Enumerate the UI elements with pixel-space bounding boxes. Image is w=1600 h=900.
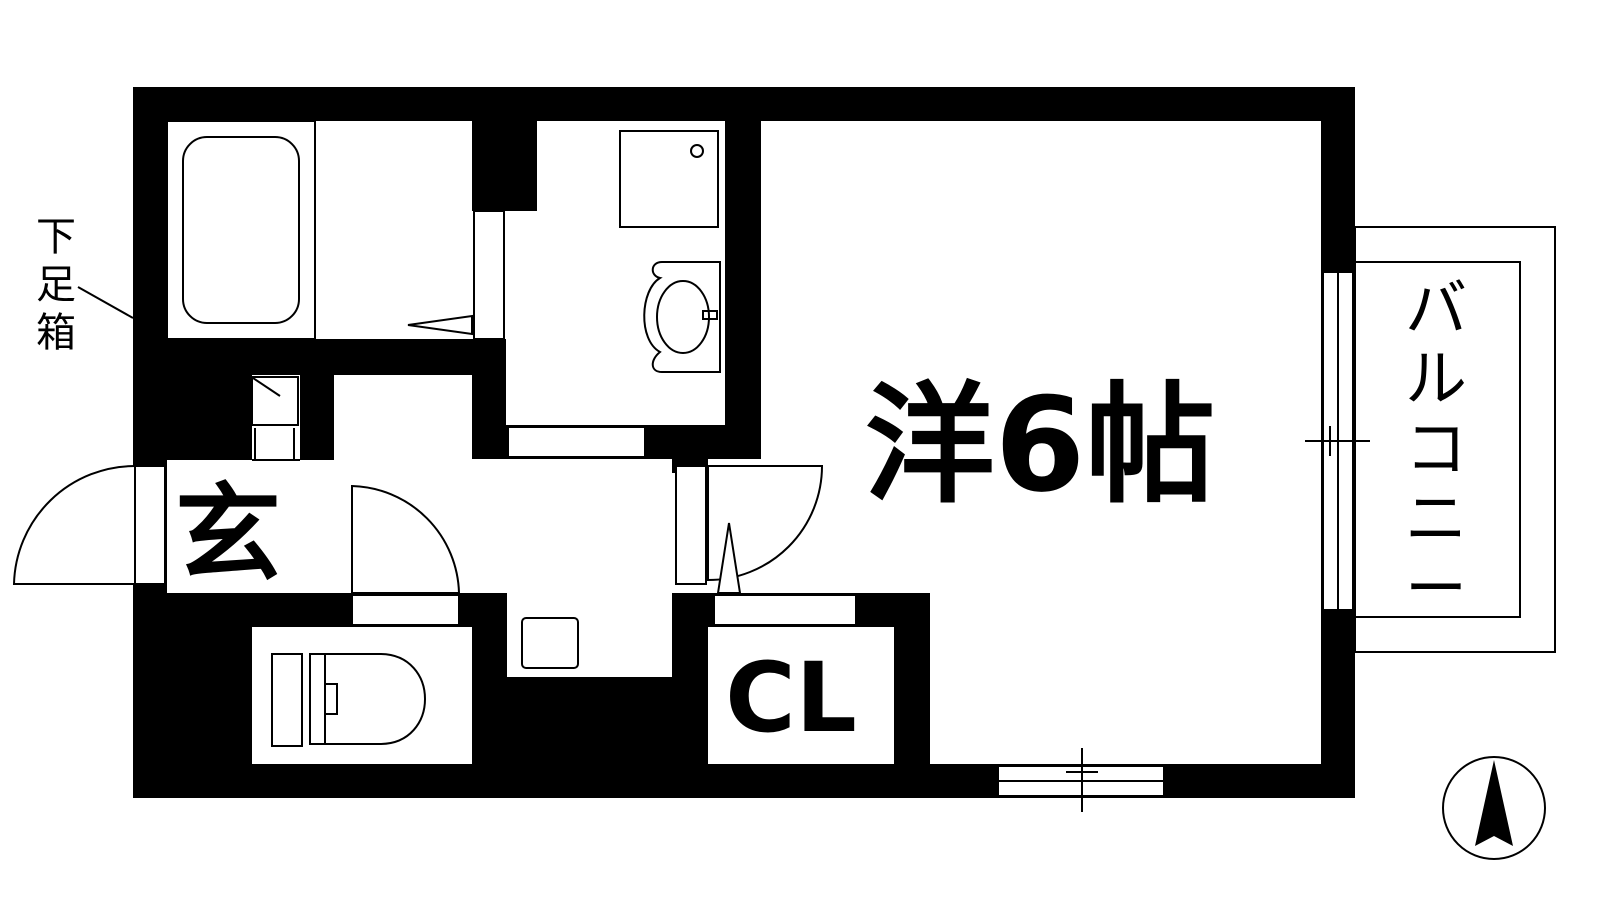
toilet-tank <box>271 653 303 747</box>
wall-left <box>133 87 167 798</box>
toilet-bowl <box>309 653 426 745</box>
toilet-door <box>351 484 461 594</box>
closet-label: CL <box>725 642 857 754</box>
shoe-box-leader <box>77 286 134 319</box>
entrance-opening <box>134 465 166 585</box>
bathtub <box>166 120 316 340</box>
bathtub-inner <box>182 136 300 324</box>
balcony-label-4: ニ <box>1405 482 1467 555</box>
wall-bottom <box>133 764 1355 798</box>
north-arrow-icon <box>1475 760 1513 846</box>
balcony-label-1: バ <box>1405 272 1467 345</box>
balcony-label-3: コ <box>1405 412 1467 485</box>
balcony-inner <box>1354 261 1521 618</box>
washer-pan <box>619 130 719 228</box>
room-label: 洋6帖 <box>865 369 1215 521</box>
balcony-label-5: ー <box>1405 552 1467 625</box>
balcony <box>1354 226 1556 653</box>
compass <box>1442 756 1546 860</box>
wash-basin <box>643 261 721 373</box>
entrance-door <box>12 465 136 585</box>
balcony-label-2: ル <box>1405 342 1467 415</box>
shoe-box-label-2: 足 <box>36 262 76 308</box>
wall-top <box>133 87 1355 121</box>
shoe-box-label-3: 箱 <box>36 310 76 356</box>
entrance-label: 玄 <box>175 473 281 596</box>
drain-icon <box>690 144 704 158</box>
shoe-box-label-1: 下 <box>36 214 76 260</box>
kitchen-unit <box>521 617 579 669</box>
doors <box>12 465 824 594</box>
shoe-box <box>251 376 299 426</box>
fixtures <box>166 120 1370 812</box>
